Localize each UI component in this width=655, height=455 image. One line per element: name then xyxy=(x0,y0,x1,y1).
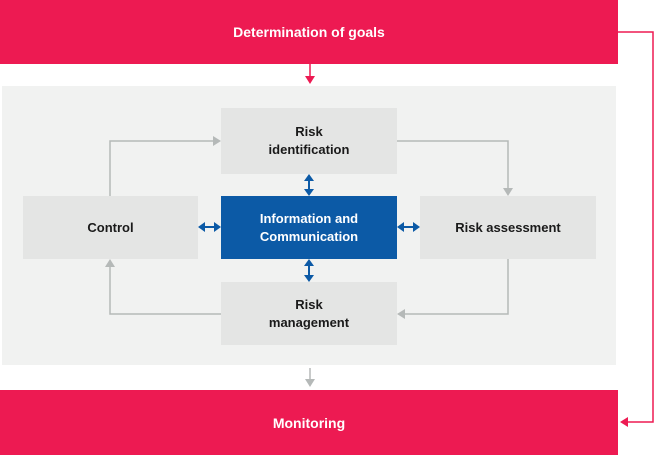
risk-management-box: Risk management xyxy=(221,282,397,345)
risk-assessment-box: Risk assessment xyxy=(420,196,596,259)
goals-to-monitoring-loop-arrow xyxy=(618,31,654,427)
control-box: Control xyxy=(23,196,198,259)
goals-bar: Determination of goals xyxy=(0,0,618,64)
information-communication-box: Information and Communication xyxy=(221,196,397,259)
goals-down-arrow xyxy=(305,64,315,84)
monitoring-label: Monitoring xyxy=(272,414,346,431)
monitoring-bar: Monitoring xyxy=(0,390,618,455)
panel-to-monitoring-arrow xyxy=(305,368,315,387)
risk-identification-box: Risk identification xyxy=(221,108,397,174)
goals-label: Determination of goals xyxy=(233,24,385,40)
